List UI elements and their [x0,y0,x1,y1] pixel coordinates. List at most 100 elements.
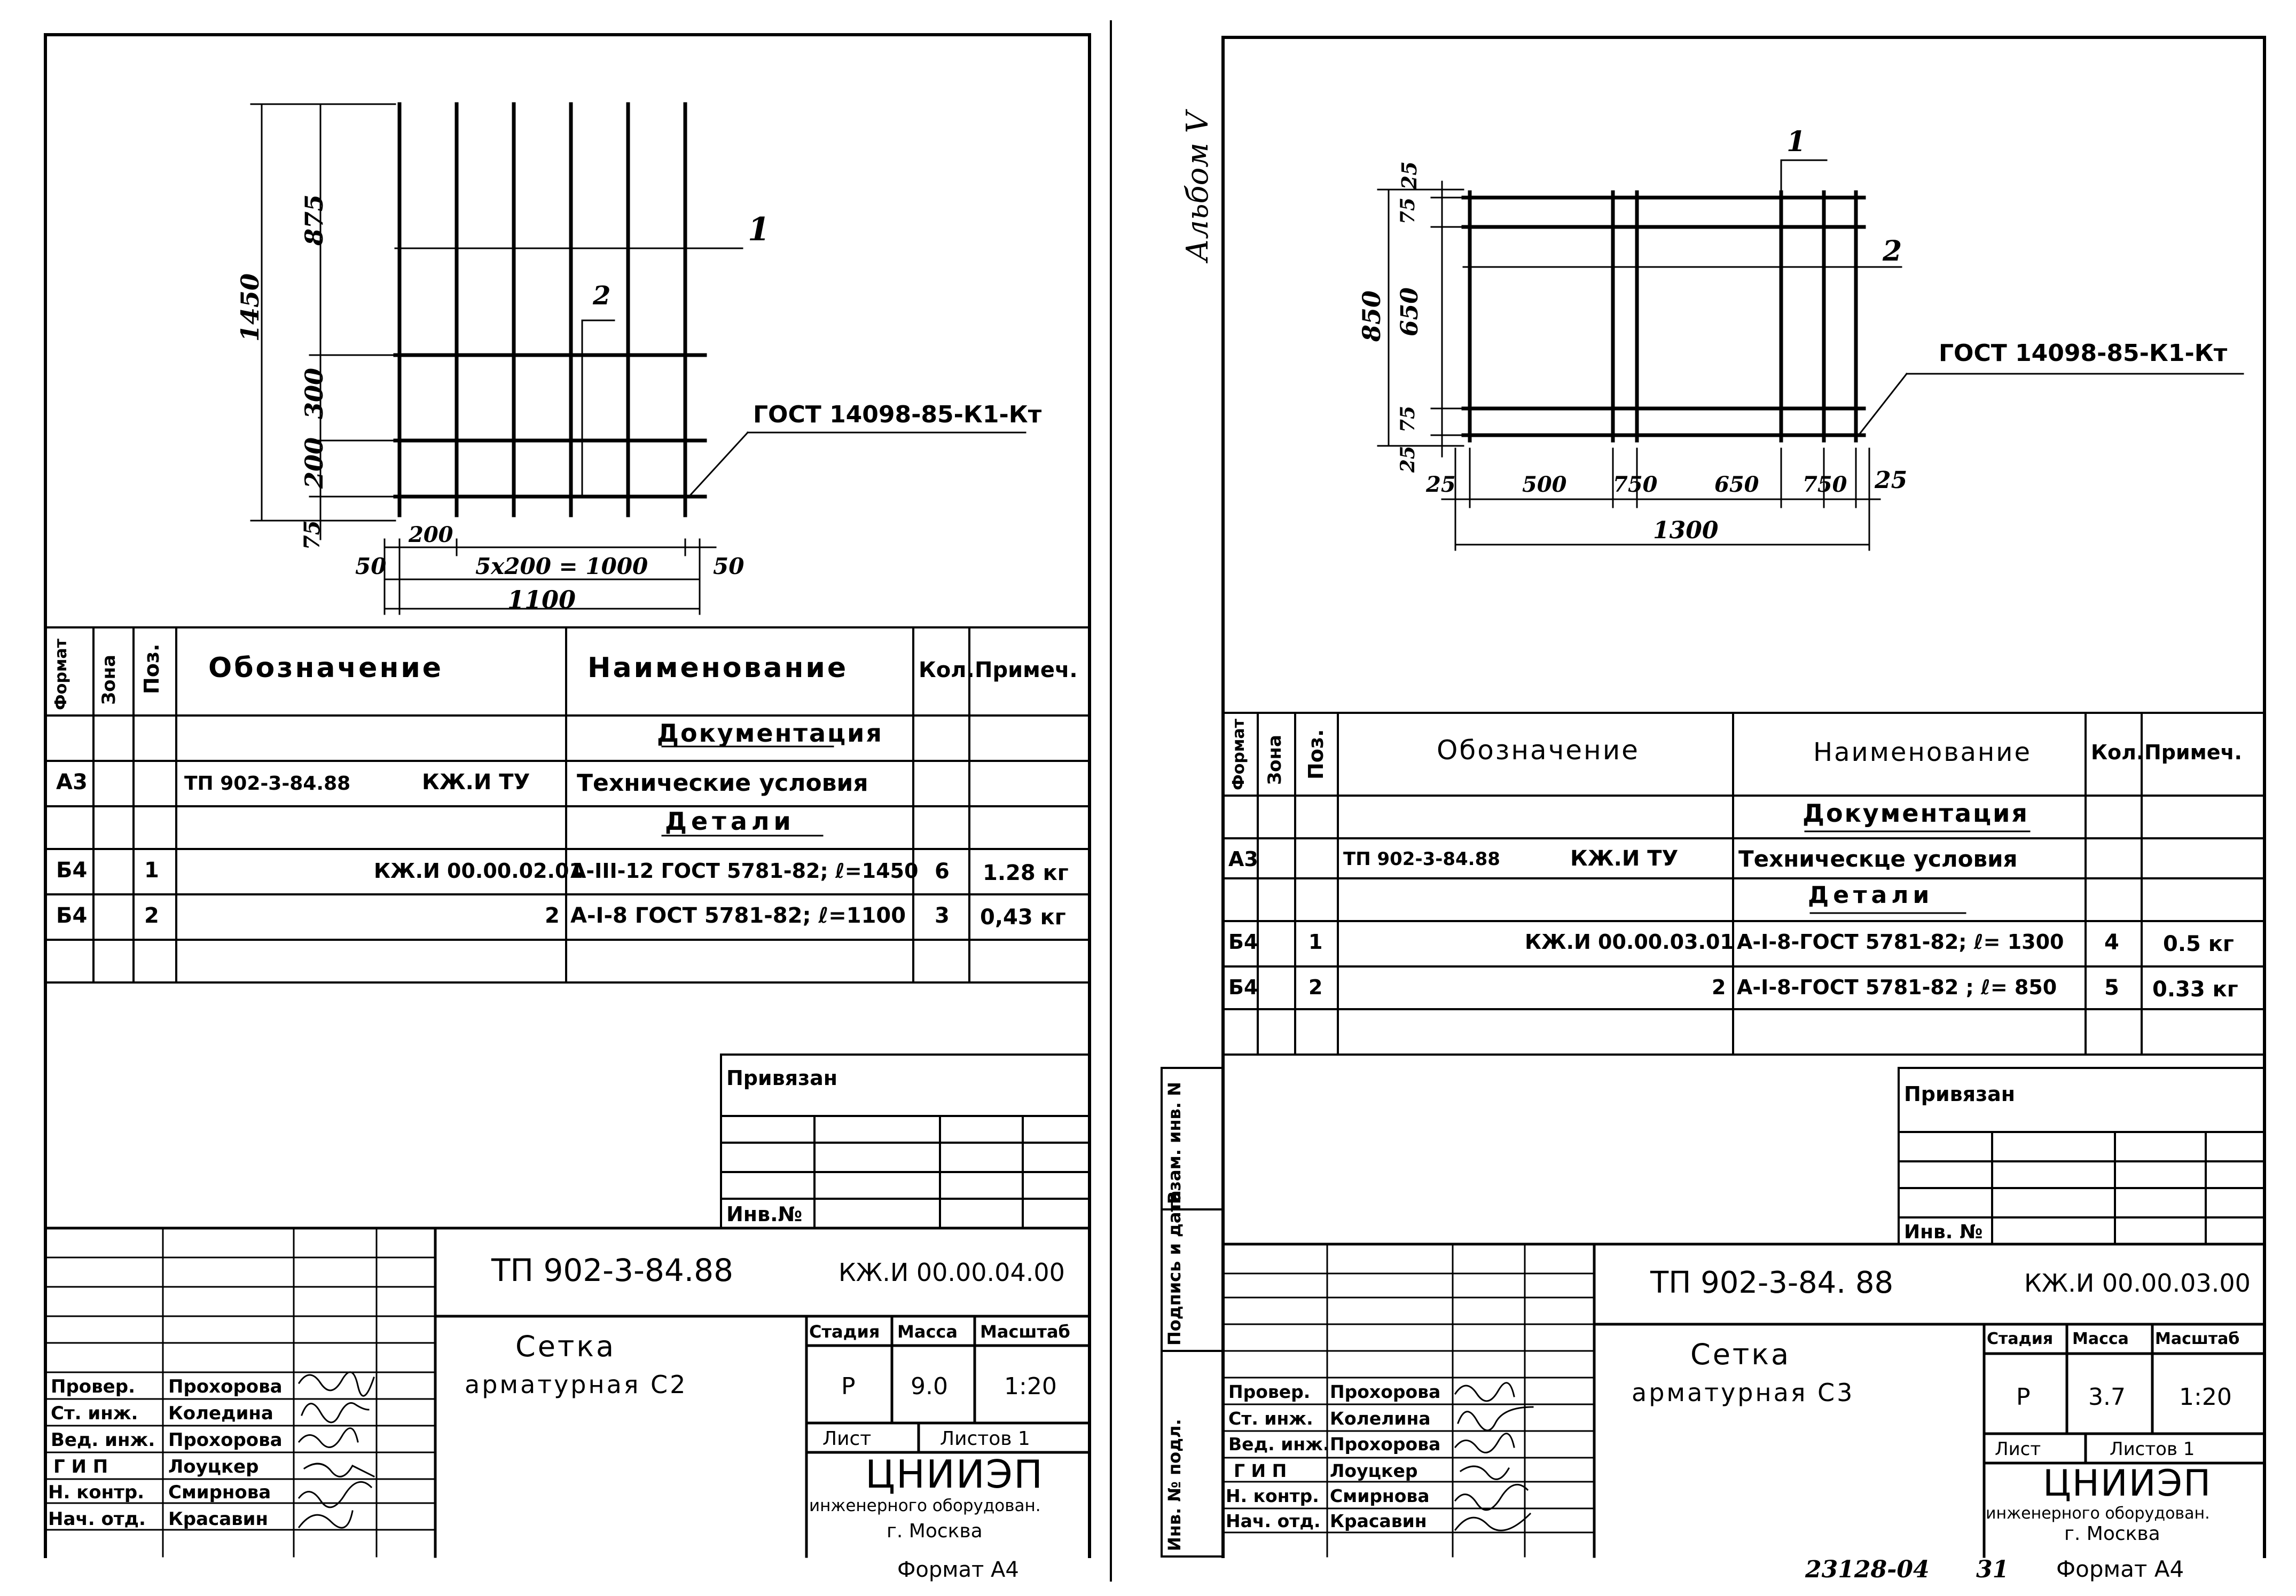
doc-code-right: КЖ.И 00.00.03.00 [2024,1269,2251,1298]
scale-label: Масштаб [980,1322,1070,1342]
dim-750-left: 750 [1613,472,1658,497]
privyazan-right-lines [1898,1067,2266,1245]
title-line-2-right: арматурная С3 [1632,1378,1855,1407]
gost-note-right: ГОСТ 14098-85-К1-Кт [1939,340,2228,367]
callout-1-right: 1 [1786,125,1806,158]
org-name-right: ЦНИИЭП [2043,1463,2212,1505]
col-name: Наименование [587,652,849,684]
dim-25-right: 25 [1875,467,1908,494]
dim-25-bottom: 25 [1397,445,1419,473]
col-zone-right: Зона [1264,735,1286,785]
org-line-3: г. Москва [887,1520,983,1542]
inv-number-label: Инв.№ [726,1202,803,1226]
format-label-right: Формат А4 [2056,1556,2184,1582]
album-label: Альбом V [1180,111,1215,262]
row-a3-designation-2: КЖ.И ТУ [422,770,530,795]
privyazan-label: Привязан [726,1066,838,1090]
col-name-right: Наименование [1813,737,2032,767]
person-6-right: Красавин [1330,1511,1427,1531]
row1-pos-right: 1 [1308,930,1323,954]
col-note: Примеч. [975,658,1078,682]
role-1: Провер. [51,1376,135,1397]
project-code-right: ТП 902-3-84. 88 [1650,1265,1894,1300]
col-designation: Обозначение [208,652,444,684]
person-5: Смирнова [168,1482,271,1503]
col-format-right: Формат [1229,719,1248,790]
dim-200-vertical: 200 [300,437,328,489]
title-line-1-right: Сетка [1690,1338,1791,1371]
title-line-2: арматурная С2 [465,1370,688,1399]
row1-name-right: А-I-8-ГОСТ 5781-82; ℓ= 1300 [1737,930,2064,954]
row-a3-format: А3 [56,770,88,795]
sheet-label: Лист [822,1428,872,1450]
dim-25-left: 25 [1426,472,1456,497]
side-label-vzam: Взам. инв. N [1164,1082,1185,1204]
row2-designation: 2 [545,903,560,928]
inv-number-label-right: Инв. № [1904,1221,1983,1243]
role-4: Г И П [53,1456,108,1477]
role-6-right: Нач. отд. [1226,1511,1321,1531]
row1-format: Б4 [56,858,88,883]
privyazan-label-right: Привязан [1904,1082,2016,1106]
footer-page: 31 [1976,1556,2009,1583]
scale-value-right: 1:20 [2179,1383,2232,1411]
dim-5x200: 5х200 = 1000 [475,553,648,579]
section-docs: Документация [657,719,883,748]
dim-1450: 1450 [236,273,264,342]
stage-label: Стадия [809,1322,880,1342]
dim-200-horizontal: 200 [409,522,453,547]
dim-1300: 1300 [1653,517,1719,544]
mass-label: Масса [897,1322,958,1342]
person-4-right: Лоуцкер [1330,1460,1418,1481]
row-a3-name: Технические условия [577,769,868,797]
dim-75-top: 75 [1397,197,1419,224]
stage-value: Р [841,1373,856,1400]
row2-designation-right: 2 [1712,976,1726,999]
spec-table-right-lines [1222,712,2266,1056]
org-line-2-right: инженерного оборудован. [1986,1504,2210,1523]
row1-note: 1.28 кг [983,861,1069,885]
mesh-c2-drawing [250,102,1026,615]
dim-850: 850 [1357,290,1386,342]
row1-qty: 6 [935,859,950,884]
col-format: Формат [52,639,70,710]
col-designation-right: Обозначение [1437,735,1640,766]
person-5-right: Смирнова [1330,1485,1430,1506]
row1-format-right: Б4 [1228,930,1258,954]
org-line-2: инженерного оборудован. [809,1496,1041,1515]
person-1-right: Прохорова [1330,1381,1441,1402]
row2-note: 0,43 кг [980,905,1066,930]
org-line-3-right: г. Москва [2064,1523,2160,1545]
person-2-right: Колелина [1330,1408,1431,1429]
role-2: Ст. инж. [51,1403,138,1424]
sheets-label-right: Листов 1 [2110,1438,2195,1460]
col-pos: Поз. [140,643,163,694]
row2-format: Б4 [56,903,88,928]
row2-pos-right: 2 [1308,976,1323,999]
title-block-left-lines [44,1227,1091,1558]
dim-500: 500 [1522,472,1567,497]
person-6: Красавин [168,1508,268,1530]
role-4-right: Г И П [1234,1460,1287,1481]
scale-label-right: Масштаб [2155,1330,2240,1348]
col-qty: Кол. [919,658,975,682]
role-3-right: Вед. инж. [1228,1434,1330,1455]
dim-300: 300 [300,367,328,419]
gost-note: ГОСТ 14098-85-К1-Кт [753,401,1042,428]
org-name: ЦНИИЭП [865,1452,1044,1497]
dim-25-top: 25 [1397,161,1421,190]
dim-75-bottom: 75 [1397,405,1419,433]
mass-value: 9.0 [911,1373,948,1400]
dim-50-right: 50 [713,553,745,579]
row-a3-designation: ТП 902-3-84.88 [184,773,351,795]
role-2-right: Ст. инж. [1228,1408,1313,1429]
role-1-right: Провер. [1228,1381,1311,1402]
dim-1100: 1100 [507,585,576,614]
mass-label-right: Масса [2072,1330,2129,1348]
format-label-left: Формат А4 [897,1558,1019,1582]
row-a3-format-right: А3 [1228,847,1258,871]
col-qty-right: Кол. [2091,741,2144,764]
row2-format-right: Б4 [1228,976,1258,999]
row-a3-designation-2-right: КЖ.И ТУ [1570,846,1679,871]
person-1: Прохорова [168,1376,283,1397]
